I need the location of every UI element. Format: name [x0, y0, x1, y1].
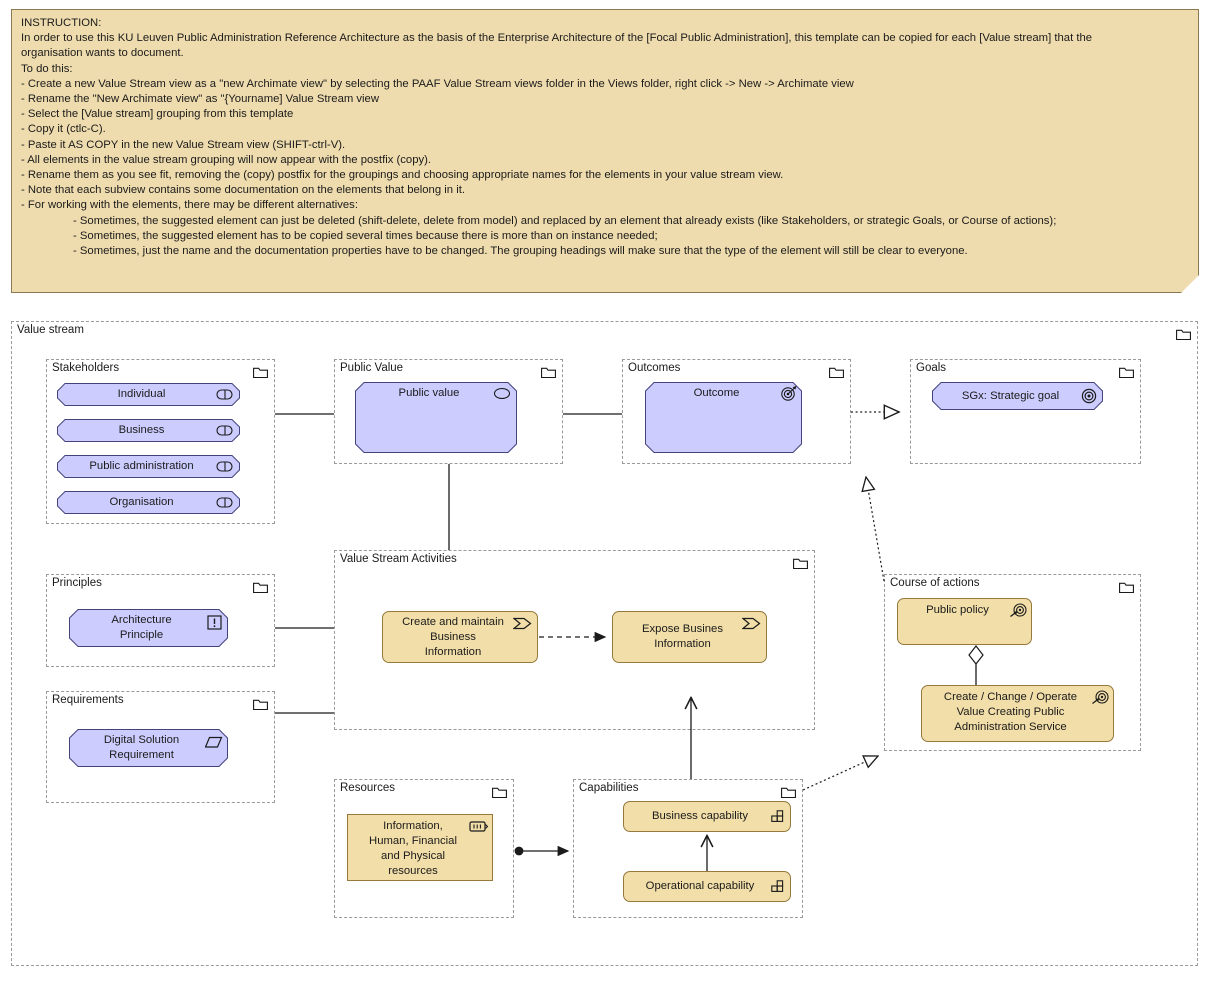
group-label-stakeholders: Stakeholders [52, 362, 120, 374]
instruction-line: In order to use this KU Leuven Public Ad… [21, 32, 1093, 45]
element-expose-business-information[interactable]: Expose Busines Information [612, 611, 767, 663]
principle-exclamation-icon [207, 615, 222, 630]
element-strategic-goal[interactable]: SGx: Strategic goal [932, 382, 1103, 410]
instruction-line: - Rename the "New Archimate view" as "{Y… [21, 93, 380, 106]
group-goals[interactable]: Goals [910, 359, 1141, 464]
element-label: Individual [117, 388, 166, 400]
group-label-goals: Goals [916, 362, 947, 374]
folder-icon [1119, 367, 1134, 378]
capability-blocks-icon [771, 810, 784, 822]
group-label-outcomes: Outcomes [628, 362, 681, 374]
element-label: Information, Human, Financial and Physic… [369, 820, 457, 877]
element-public-policy[interactable]: Public policy [897, 598, 1032, 645]
group-stakeholders[interactable]: Stakeholders [46, 359, 275, 524]
course-of-action-icon [1092, 690, 1109, 705]
element-label: Business capability [651, 810, 749, 822]
element-organisation[interactable]: Organisation [57, 491, 240, 514]
instruction-sub-line: - Sometimes, the suggested element has t… [73, 229, 658, 242]
folder-icon [253, 367, 268, 378]
group-label-course-of-actions: Course of actions [890, 577, 980, 589]
folder-icon [541, 367, 556, 378]
instruction-line: - Select the [Value stream] grouping fro… [21, 108, 294, 121]
element-digital-solution-requirement[interactable]: Digital Solution Requirement [69, 729, 228, 767]
instruction-line: - Note that each subview contains some d… [21, 184, 465, 197]
element-label: Create / Change / Operate Value Creating… [943, 691, 1078, 733]
instruction-note: INSTRUCTION: In order to use this KU Leu… [11, 9, 1199, 293]
group-principles[interactable]: Principles [46, 574, 275, 667]
stakeholder-role-icon [216, 389, 233, 400]
group-outcomes[interactable]: Outcomes [622, 359, 851, 464]
element-architecture-principle[interactable]: Architecture Principle [69, 609, 228, 647]
folder-icon [253, 699, 268, 710]
group-value-stream-activities[interactable]: Value Stream Activities [334, 550, 815, 730]
stakeholder-role-icon [216, 425, 233, 436]
instruction-line: - All elements in the value stream group… [21, 153, 432, 166]
group-public-value[interactable]: Public Value [334, 359, 563, 464]
group-value-stream[interactable]: Value stream [11, 321, 1198, 966]
element-create-and-maintain-business-information[interactable]: Create and maintain Business Information [382, 611, 538, 663]
group-label-principles: Principles [52, 577, 102, 589]
folder-icon [1119, 582, 1134, 593]
instruction-sub-line: - Sometimes, the suggested element can j… [73, 214, 1057, 227]
instruction-line: - Paste it AS COPY in the new Value Stre… [21, 138, 346, 151]
group-label-value-stream: Value stream [17, 324, 84, 336]
value-oval-icon [493, 387, 511, 400]
element-label: Operational capability [645, 880, 755, 892]
element-label: Create and maintain Business Information [402, 615, 504, 658]
element-business-capability[interactable]: Business capability [623, 801, 791, 832]
element-create-change-operate-service[interactable]: Create / Change / Operate Value Creating… [921, 685, 1114, 742]
stakeholder-role-icon [216, 497, 233, 508]
group-capabilities[interactable]: Capabilities [573, 779, 803, 918]
group-label-requirements: Requirements [52, 694, 124, 706]
element-label: SGx: Strategic goal [961, 389, 1060, 402]
course-of-action-icon [1010, 603, 1027, 618]
instruction-line: - Copy it (ctlc-C). [21, 123, 106, 136]
outcome-target-arrow-icon [781, 386, 797, 401]
element-label: Business [118, 424, 165, 436]
element-resources[interactable]: Information, Human, Financial and Physic… [347, 814, 493, 881]
group-label-public-value: Public Value [340, 362, 404, 374]
element-label: Public administration [89, 460, 194, 472]
element-label: Outcome [693, 387, 740, 399]
group-requirements[interactable]: Requirements [46, 691, 275, 803]
resource-icon [469, 821, 489, 832]
requirement-parallelogram-icon [205, 736, 223, 748]
instruction-line: - Rename them as you see fit, removing t… [21, 169, 784, 182]
element-label: Digital Solution Requirement [103, 734, 180, 761]
folder-icon [781, 787, 796, 798]
element-business[interactable]: Business [57, 419, 240, 442]
business-process-arrow-icon [513, 617, 532, 630]
folder-icon [1176, 329, 1191, 340]
capability-blocks-icon [771, 880, 784, 892]
group-label-resources: Resources [340, 782, 395, 794]
folder-icon [829, 367, 844, 378]
group-course-of-actions[interactable]: Course of actions [884, 574, 1141, 751]
stakeholder-role-icon [216, 461, 233, 472]
folder-icon [793, 558, 808, 569]
element-label: Public policy [926, 604, 989, 616]
element-label: Public value [398, 387, 460, 399]
instruction-title: INSTRUCTION: [21, 17, 102, 29]
group-label-capabilities: Capabilities [579, 782, 639, 794]
group-resources[interactable]: Resources [334, 779, 514, 918]
element-label: Organisation [109, 496, 174, 508]
instruction-line: - For working with the elements, there m… [21, 199, 358, 212]
folder-icon [253, 582, 268, 593]
instruction-line: To do this: [21, 62, 73, 75]
folder-icon [492, 787, 507, 798]
element-public-administration[interactable]: Public administration [57, 455, 240, 478]
element-operational-capability[interactable]: Operational capability [623, 871, 791, 902]
goal-bullseye-icon [1081, 388, 1097, 404]
instruction-line: - Create a new Value Stream view as a "n… [21, 77, 854, 90]
element-label: Architecture Principle [111, 614, 172, 641]
element-outcome[interactable]: Outcome [645, 382, 802, 453]
business-process-arrow-icon [742, 617, 761, 630]
element-individual[interactable]: Individual [57, 383, 240, 406]
element-label: Expose Busines Information [641, 623, 723, 650]
instruction-sub-line: - Sometimes, just the name and the docum… [73, 245, 968, 258]
instruction-line: organisation wants to document. [21, 47, 184, 60]
element-public-value[interactable]: Public value [355, 382, 517, 453]
group-label-value-stream-activities: Value Stream Activities [340, 553, 457, 565]
